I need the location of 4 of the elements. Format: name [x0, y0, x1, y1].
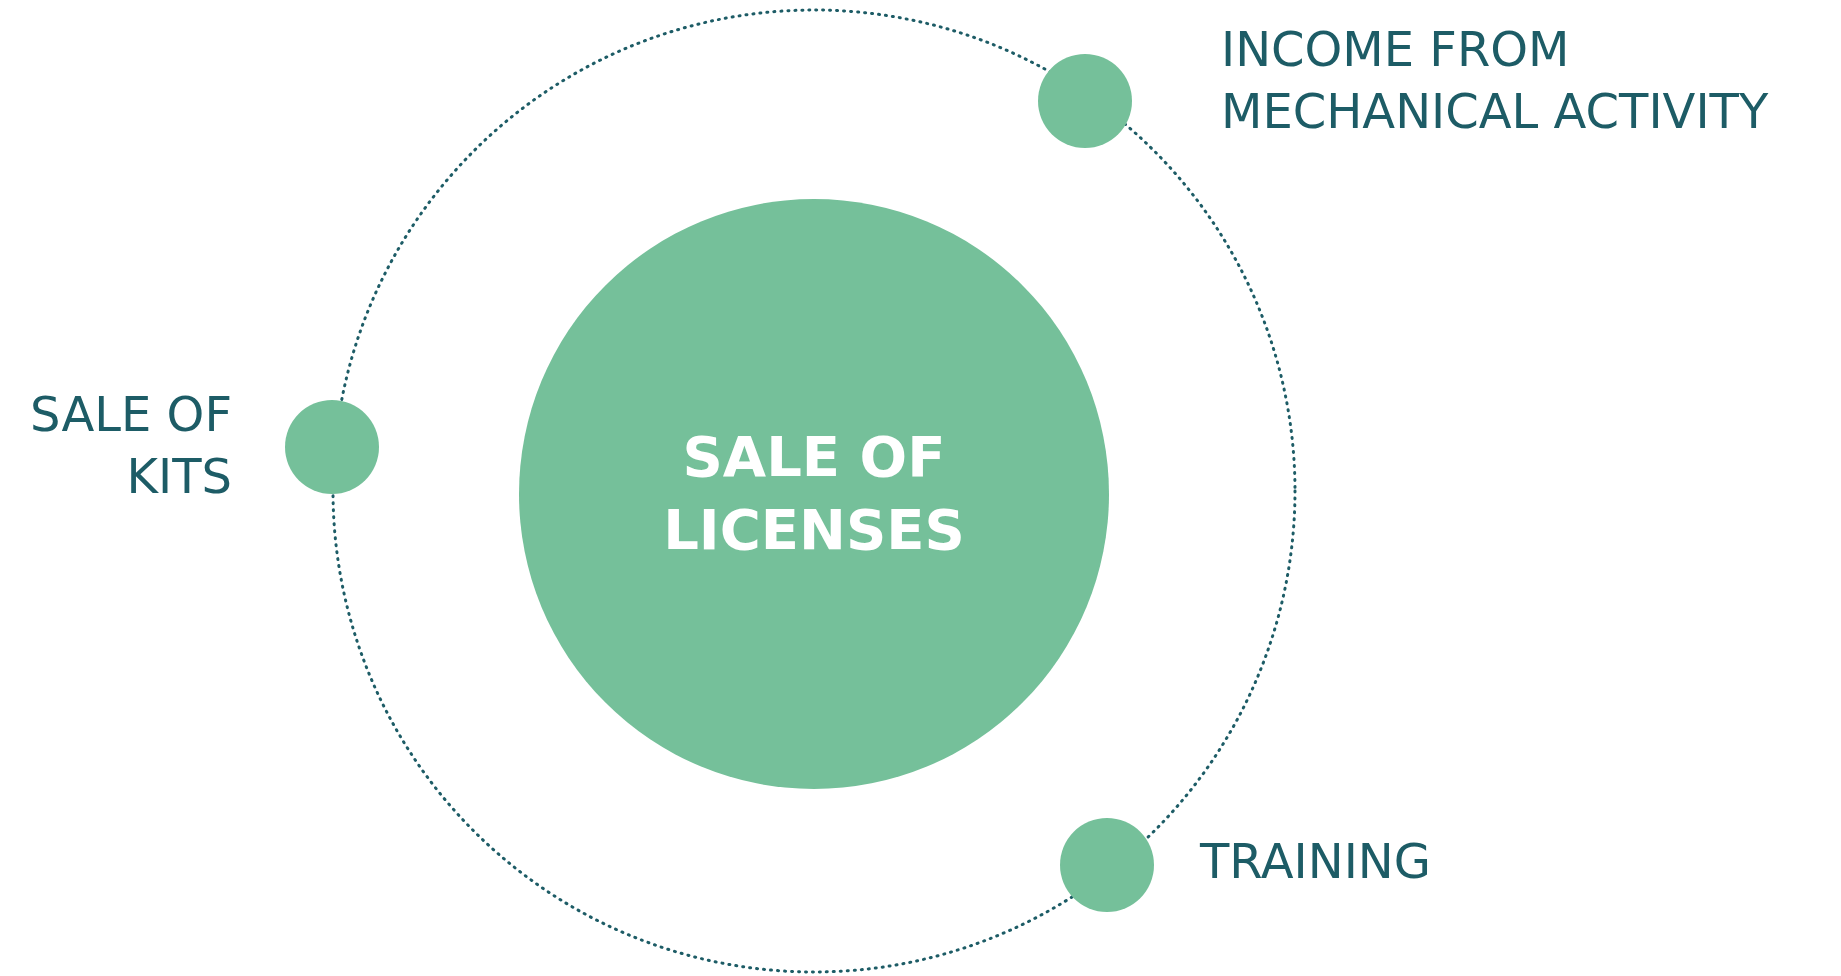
- center-title: SALE OF LICENSES: [662, 423, 966, 564]
- item-label: TRAINING: [1200, 832, 1432, 891]
- item-label: INCOME FROM MECHANICAL ACTIVITY: [1221, 20, 1770, 142]
- item-label: SALE OF KITS: [29, 385, 232, 507]
